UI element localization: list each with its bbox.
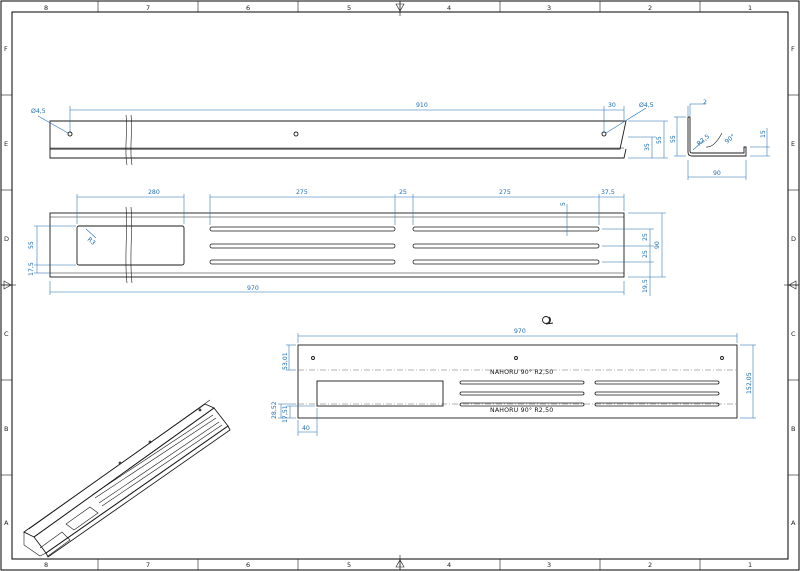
- zone-col-4-bottom: 4: [447, 561, 451, 569]
- dim-angle: 90°: [723, 132, 737, 145]
- flat-hole-center: [514, 356, 518, 360]
- zone-row-c-left: C: [4, 330, 9, 338]
- dim-overall-length: 970: [247, 285, 259, 292]
- slot: [459, 391, 585, 396]
- dim-height-inner: 35: [644, 143, 651, 151]
- projection-symbol: [542, 316, 554, 325]
- dim-slot-width: 5: [560, 202, 567, 206]
- dim-slot-gap: 25: [399, 189, 407, 196]
- dim-depth: 90: [654, 241, 661, 249]
- bend-note-upper: NAHORU 90° R2,50: [490, 368, 553, 376]
- flat-slot-group: [459, 380, 720, 407]
- zone-col-6-top: 6: [246, 4, 250, 12]
- slot: [209, 259, 396, 265]
- zone-row-e-right: E: [791, 140, 795, 148]
- zone-row-a-left: A: [4, 519, 9, 527]
- dim-slot-pitch-1: 25: [642, 233, 649, 241]
- zone-row-d-left: D: [4, 235, 9, 243]
- slot: [594, 402, 720, 407]
- mount-hole-center: [293, 131, 299, 137]
- dim-slot-pitch-2: 25: [642, 250, 649, 258]
- flat-pattern: NAHORU 90° R2,50 NAHORU 90° R2,50 970 53…: [271, 328, 756, 436]
- zone-col-2-bottom: 2: [648, 561, 652, 569]
- zone-row-e-left: E: [4, 140, 8, 148]
- zone-col-5-top: 5: [347, 4, 351, 12]
- zone-col-5-bottom: 5: [347, 561, 351, 569]
- zone-row-d-right: D: [791, 235, 796, 243]
- mount-hole-left: [67, 131, 73, 137]
- zone-col-3-bottom: 3: [547, 561, 551, 569]
- slot: [594, 391, 720, 396]
- zone-col-3-top: 3: [547, 4, 551, 12]
- dim-bend-radius: R2,5: [696, 133, 711, 147]
- dim-top-band: 53,01: [282, 352, 289, 370]
- slot: [209, 243, 396, 249]
- zone-row-a-right: A: [791, 519, 796, 527]
- zone-col-8-bottom: 8: [44, 561, 48, 569]
- dim-hole-dia-right: Ø4,5: [639, 101, 654, 109]
- top-view: Ø4,5 910 30 Ø4,5 55 35: [31, 101, 668, 166]
- section-view: 2 R2,5 90° 15 55 90: [670, 99, 770, 180]
- dim-left-offset: 40: [302, 425, 310, 432]
- dim-cutout-width: 280: [148, 189, 160, 196]
- zone-col-4-top: 4: [447, 4, 451, 12]
- dim-slot-length-right: 275: [499, 189, 511, 196]
- dim-edge-offset: 30: [608, 102, 616, 109]
- slot: [459, 380, 585, 385]
- dim-total-height: 152,05: [746, 372, 753, 394]
- front-view: 280 275 25 275 37,5 5 R3 55 17,5 970 25 …: [28, 189, 666, 296]
- dim-cutout-offset-b: 17,51: [282, 405, 289, 423]
- zone-row-b-left: B: [4, 425, 8, 433]
- flat-hole-left: [311, 356, 315, 360]
- zone-col-6-bottom: 6: [246, 561, 250, 569]
- dim-height-outer: 55: [656, 136, 663, 144]
- dim-section-height: 55: [670, 135, 677, 143]
- dim-cutout-radius: R3: [86, 236, 97, 247]
- dim-thickness: 2: [703, 99, 707, 106]
- zone-row-f-right: F: [791, 45, 795, 53]
- zone-col-7-bottom: 7: [146, 561, 150, 569]
- dim-bottom-offset: 17,5: [28, 262, 35, 276]
- isometric-view: [23, 399, 231, 558]
- dim-lip: 15: [760, 130, 767, 138]
- zone-col-1-bottom: 1: [748, 561, 752, 569]
- slot: [209, 226, 396, 232]
- zone-col-8-top: 8: [44, 4, 48, 12]
- flat-cutout: [316, 380, 444, 407]
- slot-group: [209, 226, 600, 265]
- zone-row-c-right: C: [791, 330, 796, 338]
- slot: [459, 402, 585, 407]
- slot: [594, 380, 720, 385]
- slot: [412, 259, 600, 265]
- dim-end-margin: 37,5: [601, 189, 615, 196]
- zone-col-1-top: 1: [748, 4, 752, 12]
- dim-flat-length: 970: [514, 328, 526, 335]
- dim-section-width: 90: [713, 170, 721, 177]
- mount-hole-right: [601, 131, 607, 137]
- zone-col-7-top: 7: [146, 4, 150, 12]
- zone-row-b-right: B: [791, 425, 795, 433]
- dim-cutout-offset-a: 28,52: [271, 401, 278, 419]
- cutout-opening: [76, 225, 185, 266]
- dim-slot-length-left: 275: [296, 189, 308, 196]
- zone-col-2-top: 2: [648, 4, 652, 12]
- slot: [412, 243, 600, 249]
- slot: [412, 226, 600, 232]
- dim-hole-span: 910: [416, 102, 428, 109]
- zone-row-f-left: F: [4, 45, 8, 53]
- dim-cutout-height: 55: [28, 241, 35, 249]
- bend-note-lower: NAHORU 90° R2,50: [490, 406, 553, 414]
- flat-hole-right: [720, 356, 724, 360]
- dim-bottom-margin: 19,5: [642, 279, 649, 293]
- dim-hole-dia-left: Ø4,5: [31, 107, 46, 115]
